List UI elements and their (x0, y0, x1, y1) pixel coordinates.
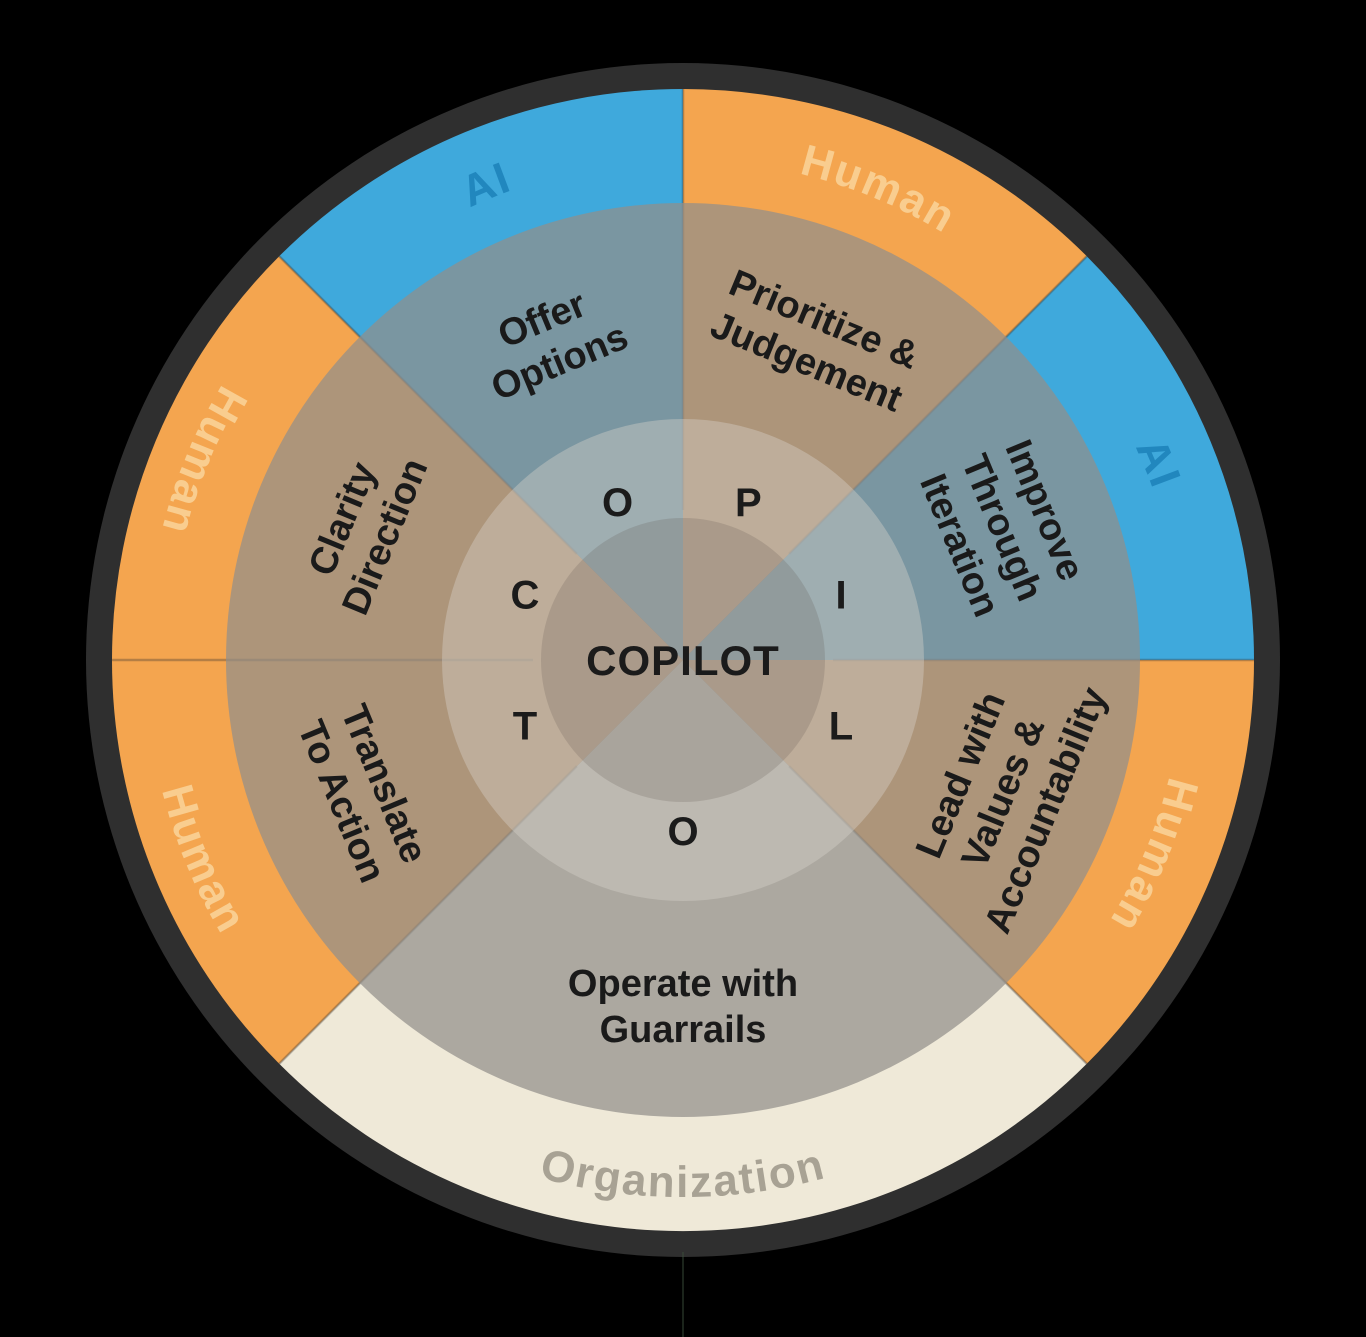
segment-letter-p-0: P (735, 481, 762, 525)
segment-letter-i-1: I (835, 574, 846, 618)
segment-letter-t-4: T (513, 704, 537, 748)
segment-letter-l-2: L (829, 704, 853, 748)
middle-ring-overlay (226, 203, 1140, 1117)
segment-letter-o-6: O (602, 481, 633, 525)
segment-letter-o-3: O (667, 810, 698, 854)
segment-letter-c-5: C (511, 574, 540, 618)
hub-circle (442, 419, 924, 901)
segment-label-1: ImproveThroughIteration (910, 431, 1093, 625)
center-circle (541, 518, 825, 802)
center-label: COPILOT (586, 637, 780, 684)
